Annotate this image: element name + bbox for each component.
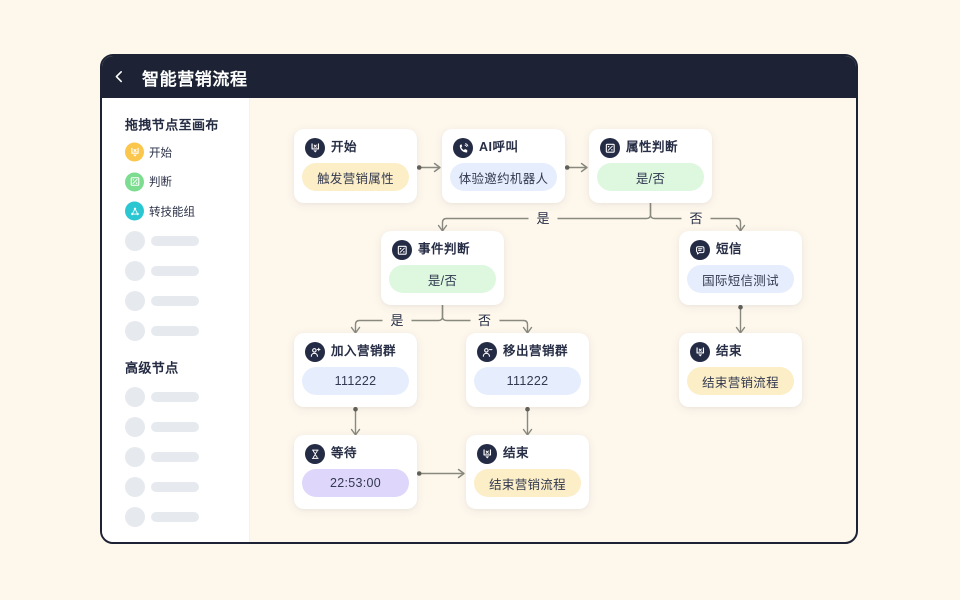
palette-section-title: 拖拽节点至画布 [125, 117, 219, 133]
flow-node-end-right[interactable]: 结束结束营销流程 [679, 333, 802, 407]
hourglass-icon [305, 444, 325, 464]
palette-item-开始[interactable]: 开始 [125, 142, 172, 162]
edge-label-event-judge-join-group: 是 [382, 312, 412, 329]
flow-node-wait[interactable]: 等待 22:53:00 [294, 435, 417, 509]
phone-icon [453, 138, 473, 158]
palette-skeleton-item [125, 230, 199, 251]
skeleton-bar [151, 451, 199, 462]
skeleton-circle [125, 386, 145, 407]
node-title: 等待 [331, 446, 358, 460]
edge-label-attr-judge-event-judge: 是 [528, 210, 558, 227]
flow-edge-join-group-wait [350, 406, 361, 436]
node-title: 移出营销群 [503, 344, 569, 358]
robot-icon [477, 444, 497, 464]
palette-item-label: 转技能组 [149, 206, 195, 218]
skeleton-circle [125, 416, 145, 437]
node-body-pill: 111222 [302, 367, 409, 395]
palette-item-转技能组[interactable]: 转技能组 [125, 201, 195, 221]
node-body-pill: 是/否 [389, 265, 496, 293]
skeleton-bar [151, 481, 199, 492]
skeleton-circle [125, 230, 145, 251]
flow-node-join-group[interactable]: 加入营销群 111222 [294, 333, 417, 407]
node-title: 结束 [716, 344, 743, 358]
robot-icon [125, 142, 144, 162]
advanced-section-title: 高级节点 [125, 360, 179, 376]
node-body-pill: 是/否 [597, 163, 704, 191]
node-title: 事件判断 [418, 242, 471, 256]
node-body-pill: 国际短信测试 [687, 265, 794, 293]
node-title: 结束 [503, 446, 530, 460]
palette-skeleton-item [125, 260, 199, 281]
node-body-pill: 111222 [474, 367, 581, 395]
skeleton-circle [125, 260, 145, 281]
robot-icon [305, 138, 325, 158]
skeleton-circle [125, 476, 145, 497]
flow-edge-remove-group-end-bottom [522, 406, 533, 436]
palette-skeleton-item [125, 416, 199, 437]
node-body-pill: 触发营销属性 [302, 163, 409, 191]
node-title: 短信 [716, 242, 743, 256]
node-title: 属性判断 [626, 140, 679, 154]
skeleton-circle [125, 290, 145, 311]
skeleton-bar [151, 235, 199, 246]
palette-skeleton-item [125, 476, 199, 497]
node-title: 开始 [331, 140, 358, 154]
edge-label-event-judge-remove-group: 否 [469, 312, 500, 329]
edge-label-attr-judge-sms: 否 [681, 210, 711, 227]
decision-icon [125, 172, 144, 191]
flow-edge-sms-end-right [735, 304, 746, 334]
flow-node-event-judge[interactable]: 事件判断是/否 [381, 231, 504, 305]
skeleton-bar [151, 295, 199, 306]
node-title: AI呼叫 [479, 140, 519, 154]
flow-node-attr-judge[interactable]: 属性判断是/否 [589, 129, 712, 203]
node-body-pill: 结束营销流程 [687, 367, 794, 395]
node-body-pill: 结束营销流程 [474, 469, 581, 497]
flow-edge-start-ai-call [416, 162, 441, 173]
palette-skeleton-item [125, 506, 199, 527]
palette-item-label: 判断 [149, 176, 172, 189]
flow-node-sms[interactable]: 短信国际短信测试 [679, 231, 802, 305]
node-palette-sidebar: 拖拽节点至画布 开始判断转技能组 高级节点 [102, 98, 250, 542]
skeleton-circle [125, 320, 145, 341]
sms-icon [690, 240, 710, 260]
decision-icon [392, 240, 412, 260]
flow-node-remove-group[interactable]: 移出营销群 111222 [466, 333, 589, 407]
flow-node-end-bottom[interactable]: 结束结束营销流程 [466, 435, 589, 509]
skeleton-bar [151, 421, 199, 432]
back-button[interactable] [110, 67, 130, 87]
node-body-pill: 体验邀约机器人 [450, 163, 557, 191]
skeleton-bar [151, 265, 199, 276]
palette-item-判断[interactable]: 判断 [125, 172, 172, 191]
flow-node-ai-call[interactable]: AI呼叫体验邀约机器人 [442, 129, 565, 203]
skeleton-bar [151, 511, 199, 522]
robot-icon [690, 342, 710, 362]
flow-edge-wait-end-bottom [416, 468, 465, 479]
skeleton-circle [125, 506, 145, 527]
skeleton-bar [151, 325, 199, 336]
decision-icon [600, 138, 620, 158]
skill-group-icon [125, 201, 144, 221]
palette-skeleton-item [125, 386, 199, 407]
titlebar: 智能营销流程 [102, 56, 856, 98]
palette-skeleton-item [125, 320, 199, 341]
user-minus-icon [477, 342, 497, 362]
palette-item-label: 开始 [149, 147, 172, 159]
flow-edge-ai-call-attr-judge [564, 162, 588, 173]
page-title: 智能营销流程 [142, 69, 248, 89]
flow-node-start[interactable]: 开始触发营销属性 [294, 129, 417, 203]
skeleton-bar [151, 391, 199, 402]
skeleton-circle [125, 446, 145, 467]
flow-editor-window: 智能营销流程 拖拽节点至画布 开始判断转技能组 高级节点 开始触发营销属性 AI呼… [100, 54, 858, 544]
palette-skeleton-item [125, 290, 199, 311]
node-title: 加入营销群 [331, 344, 397, 358]
user-plus-icon [305, 342, 325, 362]
palette-skeleton-item [125, 446, 199, 467]
node-body-pill: 22:53:00 [302, 469, 409, 497]
